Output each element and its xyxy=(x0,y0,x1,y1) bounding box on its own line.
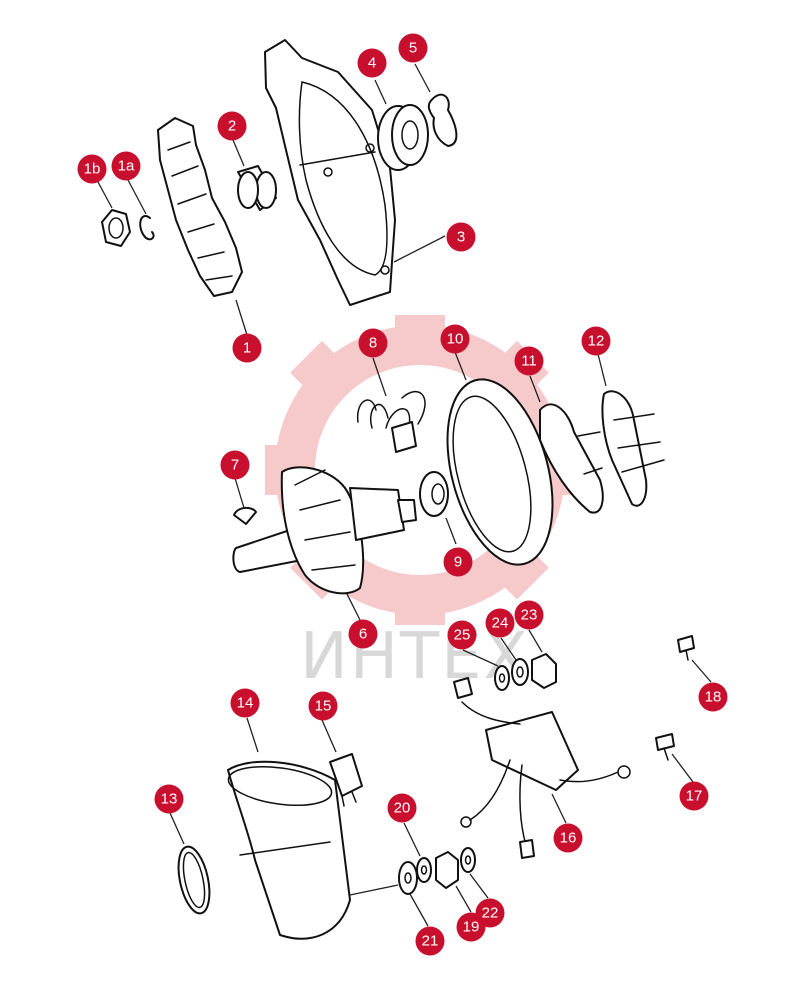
part-10-stator xyxy=(446,378,554,566)
callout-11: 11 xyxy=(514,346,544,376)
callout-1: 1 xyxy=(232,333,262,363)
svg-text:10: 10 xyxy=(447,331,464,348)
svg-text:23: 23 xyxy=(521,607,538,624)
svg-text:15: 15 xyxy=(315,698,332,715)
svg-text:11: 11 xyxy=(521,353,537,370)
part-1-fan xyxy=(157,117,243,297)
svg-text:25: 25 xyxy=(454,627,471,644)
part-17-screw xyxy=(655,733,675,761)
svg-text:17: 17 xyxy=(686,788,703,805)
part-9-bearing xyxy=(419,471,449,517)
svg-text:12: 12 xyxy=(588,333,605,350)
callout-25: 25 xyxy=(447,620,477,650)
svg-text:22: 22 xyxy=(482,905,499,922)
callout-20: 20 xyxy=(387,793,417,823)
svg-text:8: 8 xyxy=(369,335,377,352)
svg-text:1b: 1b xyxy=(84,161,101,178)
callout-6: 6 xyxy=(348,619,378,649)
callout-22: 22 xyxy=(475,898,505,928)
part-25-washer xyxy=(494,665,510,691)
callout-24: 24 xyxy=(485,608,515,638)
svg-text:14: 14 xyxy=(237,695,254,712)
svg-text:2: 2 xyxy=(228,118,236,135)
svg-text:16: 16 xyxy=(560,830,577,847)
callout-21: 21 xyxy=(415,926,445,956)
svg-text:21: 21 xyxy=(422,933,439,950)
part-11-insulator xyxy=(539,403,604,514)
part-2-sleeve xyxy=(237,165,277,211)
callout-10: 10 xyxy=(440,324,470,354)
svg-text:9: 9 xyxy=(454,554,462,571)
svg-text:6: 6 xyxy=(359,626,367,643)
part-23-nut xyxy=(531,653,557,689)
part-4-bearing xyxy=(377,104,429,171)
callout-23: 23 xyxy=(514,600,544,630)
part-13-o-ring xyxy=(177,845,211,915)
callout-15: 15 xyxy=(308,691,338,721)
callout-16: 16 xyxy=(553,823,583,853)
callout-8: 8 xyxy=(358,328,388,358)
part-1b-nut xyxy=(101,209,131,247)
part-3-housing xyxy=(264,39,396,306)
part-5-spring-washer xyxy=(427,93,458,147)
svg-text:4: 4 xyxy=(368,55,376,72)
callout-17: 17 xyxy=(679,781,709,811)
callout-13: 13 xyxy=(154,784,184,814)
callout-1b: 1b xyxy=(77,154,107,184)
part-20-washer xyxy=(416,857,432,883)
part-24-washer xyxy=(511,658,529,686)
callout-2: 2 xyxy=(217,111,247,141)
part-1a-clip xyxy=(139,215,155,241)
callout-5: 5 xyxy=(398,33,428,63)
part-22-washer xyxy=(460,847,476,873)
svg-text:7: 7 xyxy=(231,457,239,474)
callout-1a: 1a xyxy=(111,151,141,181)
part-7-key xyxy=(233,506,257,525)
svg-text:20: 20 xyxy=(394,800,411,817)
part-8-brush-holder xyxy=(356,391,426,453)
svg-text:19: 19 xyxy=(463,919,480,936)
callout-12: 12 xyxy=(581,326,611,356)
part-18-screw xyxy=(677,635,695,661)
svg-text:24: 24 xyxy=(492,615,509,632)
svg-text:18: 18 xyxy=(705,689,722,706)
part-12-rectifier xyxy=(577,390,665,507)
callout-3: 3 xyxy=(446,222,476,252)
part-19-nut xyxy=(435,851,459,889)
part-14-shell xyxy=(227,760,351,940)
svg-text:1a: 1a xyxy=(118,158,135,175)
callout-14: 14 xyxy=(230,688,260,718)
part-21-washer xyxy=(398,861,418,895)
part-16-regulator xyxy=(453,677,631,859)
svg-text:5: 5 xyxy=(409,40,417,57)
callout-7: 7 xyxy=(220,450,250,480)
part-6-rotor xyxy=(232,466,417,595)
svg-text:1: 1 xyxy=(243,340,251,357)
part-15-condenser xyxy=(329,753,363,807)
callout-4: 4 xyxy=(357,48,387,78)
svg-text:13: 13 xyxy=(161,791,178,808)
leader-lines xyxy=(97,63,712,927)
callout-9: 9 xyxy=(443,547,473,577)
callout-18: 18 xyxy=(698,682,728,712)
svg-text:3: 3 xyxy=(457,229,465,246)
